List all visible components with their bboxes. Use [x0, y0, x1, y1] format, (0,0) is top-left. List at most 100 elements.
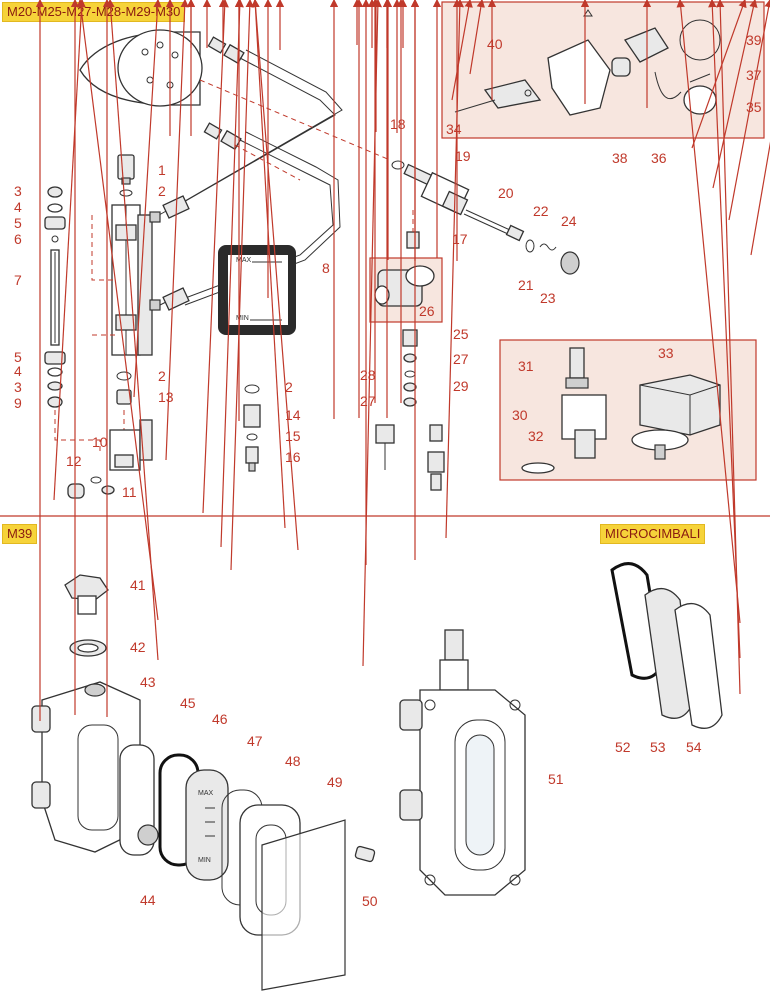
callout-label-p2b: 2: [158, 368, 166, 384]
callout-leader-p20: [202, 0, 229, 514]
callout-label-p31: 31: [518, 358, 534, 374]
callout-label-p20: 20: [498, 185, 514, 201]
callout-label-p27b: 27: [360, 393, 376, 409]
callout-label-p4a: 4: [14, 199, 22, 215]
callout-label-p34: 34: [446, 121, 462, 137]
callout-label-p48: 48: [285, 753, 301, 769]
callout-label-p44: 44: [140, 892, 156, 908]
callout-label-p35: 35: [746, 99, 762, 115]
callout-label-p29: 29: [453, 378, 469, 394]
m39-bolt: [64, 574, 109, 657]
m39-body-left: [31, 681, 159, 856]
section-title-m39: M39: [2, 524, 38, 544]
callout-leader-p45: [712, 0, 758, 189]
callout-label-p18: 18: [390, 116, 406, 132]
callout-label-p51: 51: [548, 771, 564, 787]
callout-label-p40: 40: [487, 36, 503, 52]
callout-label-p19: 19: [455, 148, 471, 164]
callout-leader-p33: [362, 0, 383, 667]
solenoid-valve: [374, 265, 435, 307]
callout-label-p11: 11: [122, 484, 137, 500]
callout-label-p50: 50: [362, 893, 378, 909]
callout-label-p6: 6: [14, 231, 22, 247]
callout-leader-p32: [445, 0, 465, 539]
callout-label-p41: 41: [130, 577, 146, 593]
callout-label-p7: 7: [14, 272, 22, 288]
callout-leader-p23: [251, 0, 299, 551]
callout-label-p25: 25: [453, 326, 469, 342]
gauge-max-label: MAX: [236, 257, 252, 264]
callout-label-p9: 9: [14, 395, 22, 411]
callout-label-p52: 52: [615, 739, 631, 755]
callout-label-p1: 1: [158, 162, 166, 178]
callout-label-p26: 26: [419, 303, 435, 319]
callout-leader-p21: [251, 0, 286, 529]
gauge-min-label: MIN: [236, 315, 249, 322]
callout-leader-p36: [106, 0, 159, 661]
callout-label-p32: 32: [528, 428, 544, 444]
callout-label-p5a: 5: [14, 215, 22, 231]
callout-label-p53: 53: [650, 739, 666, 755]
callout-label-p38: 38: [612, 150, 628, 166]
callout-leader-p12: [469, 0, 485, 75]
callout-leader-p46: [728, 0, 770, 221]
callout-label-p30: 30: [512, 407, 528, 423]
callout-leader-p22: [220, 0, 244, 548]
safety-valve-parts: [454, 9, 721, 116]
callout-label-p16: 16: [285, 449, 301, 465]
solenoid-fittings: [375, 329, 445, 491]
callout-label-p3b: 3: [14, 379, 22, 395]
callout-label-p15: 15: [285, 428, 301, 444]
section-title-microcimbali: MICROCIMBALI: [600, 524, 706, 544]
callout-label-p17: 17: [452, 231, 468, 247]
callout-label-p42: 42: [130, 639, 146, 655]
callout-label-p36: 36: [651, 150, 667, 166]
callout-label-p22: 22: [533, 203, 549, 219]
callout-label-p28: 28: [360, 367, 376, 383]
callout-leader-p52: [676, 0, 741, 624]
callout-label-p13: 13: [158, 389, 174, 405]
callout-label-p33: 33: [658, 345, 674, 361]
callout-label-p4b: 4: [14, 363, 22, 379]
callout-label-p39: 39: [746, 32, 762, 48]
m39-body-right: [399, 629, 526, 896]
mica-max-label: MAX: [198, 790, 214, 797]
microcimbali-parts: [610, 562, 723, 729]
callout-leader-p24: [230, 0, 254, 571]
callout-label-p46: 46: [212, 711, 228, 727]
callout-label-p49: 49: [327, 774, 343, 790]
callout-label-p23: 23: [540, 290, 556, 306]
m39-seals-glass: MAX MIN: [158, 753, 376, 991]
sight-tube-parts: [44, 186, 101, 455]
callout-leader-p18: [133, 0, 162, 398]
callout-label-p47: 47: [247, 733, 263, 749]
callout-leader-p38: [76, 0, 159, 621]
callout-leader-p40: [53, 0, 86, 501]
callout-leader-p47: [750, 141, 770, 256]
callout-label-p54: 54: [686, 739, 702, 755]
nipple-parts: [243, 384, 261, 472]
callout-label-p14: 14: [285, 407, 301, 423]
callout-label-p43: 43: [140, 674, 156, 690]
section-title-top: M20-M25-M27-M28-M29-M30: [2, 2, 186, 22]
pressurestat-unit: [521, 347, 721, 474]
callout-leader-p43: [691, 0, 747, 149]
callout-label-p2a: 2: [158, 183, 166, 199]
callout-label-p10: 10: [92, 434, 108, 450]
level-gauge-assembly: [91, 154, 190, 356]
callout-label-p8: 8: [322, 260, 330, 276]
callout-label-p2c: 2: [285, 379, 293, 395]
callout-label-p3a: 3: [14, 183, 22, 199]
callout-label-p27a: 27: [453, 351, 469, 367]
callout-label-p5b: 5: [14, 349, 22, 365]
callout-leader-p10: [451, 0, 473, 101]
callout-label-p21: 21: [518, 277, 534, 293]
callout-leader-p19: [165, 0, 189, 461]
callout-leader-p54: [716, 0, 741, 695]
mica-min-label: MIN: [198, 857, 211, 864]
callout-label-p37: 37: [746, 67, 762, 83]
callout-label-p45: 45: [180, 695, 196, 711]
